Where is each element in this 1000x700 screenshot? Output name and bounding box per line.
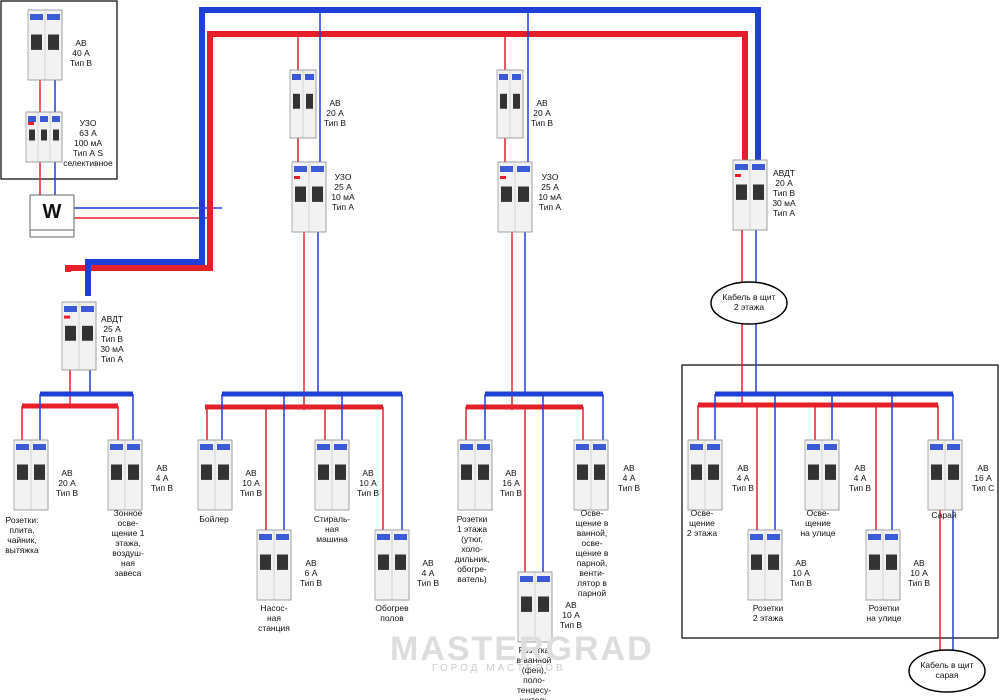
breaker-rating-7: АВ 16 А Тип В [499, 468, 523, 498]
g2-breaker-label: АВ 20 А Тип В [323, 98, 347, 128]
breaker-module-14 [927, 439, 963, 511]
breaker-caption-13: Розетки на улице [866, 603, 902, 623]
breaker-caption-6: Обогрев полов [375, 603, 409, 623]
breaker-caption-8: Розетка в ванной (фен), поло- тенцесу- ш… [516, 645, 552, 700]
breaker-caption-5: Стираль- ная машина [313, 514, 351, 544]
cable-floor2-label: Кабель в щит 2 этажа [722, 292, 776, 312]
upper-drops [69, 10, 757, 410]
main-panel-frame [0, 0, 118, 180]
breaker-module-9 [573, 439, 609, 511]
main-supply-lines [39, 80, 222, 219]
breaker-module-8 [517, 571, 553, 643]
breaker-module-7 [457, 439, 493, 511]
breaker-module-10 [687, 439, 723, 511]
breaker-module-6 [374, 529, 410, 601]
breaker-caption-2: Зонное осве- щение 1 этажа, воздуш- ная … [111, 508, 145, 578]
floor2-panel-frame [681, 364, 999, 639]
breaker-caption-12: Осве- щение на улице [800, 508, 836, 538]
breaker-caption-14: Сарай [931, 510, 957, 520]
breaker-module-13 [865, 529, 901, 601]
cable-shed-label: Кабель в щит сарая [920, 660, 974, 680]
breaker-module-4 [256, 529, 292, 601]
breaker-caption-10: Осве- щение 2 этажа [686, 508, 718, 538]
g1-rcbo-label: АВДТ 25 А Тип В 30 мА Тип А [100, 314, 124, 364]
breaker-rating-3: АВ 10 А Тип В [239, 468, 263, 498]
top-busbars [65, 7, 761, 296]
breaker-module-5 [314, 439, 350, 511]
breaker-rating-12: АВ 4 А Тип В [848, 463, 872, 493]
breaker-rating-13: АВ 10 А Тип В [907, 558, 931, 588]
breaker-module-1 [13, 439, 49, 511]
watermark: MASTERGRAD [390, 630, 654, 668]
breaker-rating-6: АВ 4 А Тип В [416, 558, 440, 588]
g3-rcd-module [497, 161, 533, 233]
breaker-rating-1: АВ 20 А Тип В [55, 468, 79, 498]
breaker-rating-11: АВ 10 А Тип В [789, 558, 813, 588]
breaker-rating-4: АВ 6 А Тип В [299, 558, 323, 588]
breaker-rating-9: АВ 4 А Тип В [617, 463, 641, 493]
breaker-rating-10: АВ 4 А Тип В [731, 463, 755, 493]
breaker-rating-2: АВ 4 А Тип В [150, 463, 174, 493]
g2-rcd-module [291, 161, 327, 233]
g4-rcbo-label: АВДТ 20 А Тип В 30 мА Тип А [772, 168, 796, 218]
g4-rcbo-module [732, 159, 768, 231]
main-breaker-module [27, 9, 63, 81]
breaker-rating-14: АВ 16 А Тип С [971, 463, 995, 493]
group-busbars [22, 391, 953, 410]
g2-breaker-module [289, 69, 317, 139]
g3-rcd-label: УЗО 25 А 10 мА Тип А [538, 172, 562, 212]
breaker-drops [21, 394, 954, 652]
energy-meter [29, 194, 75, 238]
breaker-module-3 [197, 439, 233, 511]
modules [13, 9, 963, 643]
breaker-caption-11: Розетки 2 этажа [752, 603, 784, 623]
main-rcd-module [25, 111, 63, 163]
watermark-sub: ГОРОД МАСТЕРОВ [432, 663, 566, 674]
g1-rcbo-module [61, 301, 97, 371]
cable-shed-oval [908, 649, 986, 693]
breaker-rating-5: АВ 10 А Тип В [356, 468, 380, 498]
cable-floor2-oval [710, 281, 788, 325]
breaker-module-2 [107, 439, 143, 511]
g3-breaker-label: АВ 20 А Тип В [530, 98, 554, 128]
breaker-caption-3: Бойлер [199, 514, 229, 524]
g2-rcd-label: УЗО 25 А 10 мА Тип А [331, 172, 355, 212]
breaker-module-12 [804, 439, 840, 511]
g3-breaker-module [496, 69, 524, 139]
breaker-caption-4: Насос- ная станция [258, 603, 290, 633]
meter-label: W [42, 201, 62, 223]
breaker-rating-8: АВ 10 А Тип В [559, 600, 583, 630]
main-rcd-label: УЗО 63 А 100 мА Тип А S селективное [63, 118, 113, 168]
breaker-caption-1: Розетки: плита, чайник, вытяжка [5, 515, 39, 555]
main-breaker-label: АВ 40 А Тип В [69, 38, 93, 68]
breaker-module-11 [747, 529, 783, 601]
breaker-caption-9: Осве- щение в ванной, осве- щение в парн… [575, 508, 609, 598]
breaker-caption-7: Розетки 1 этажа (утюг, холо- дильник, об… [454, 514, 490, 584]
